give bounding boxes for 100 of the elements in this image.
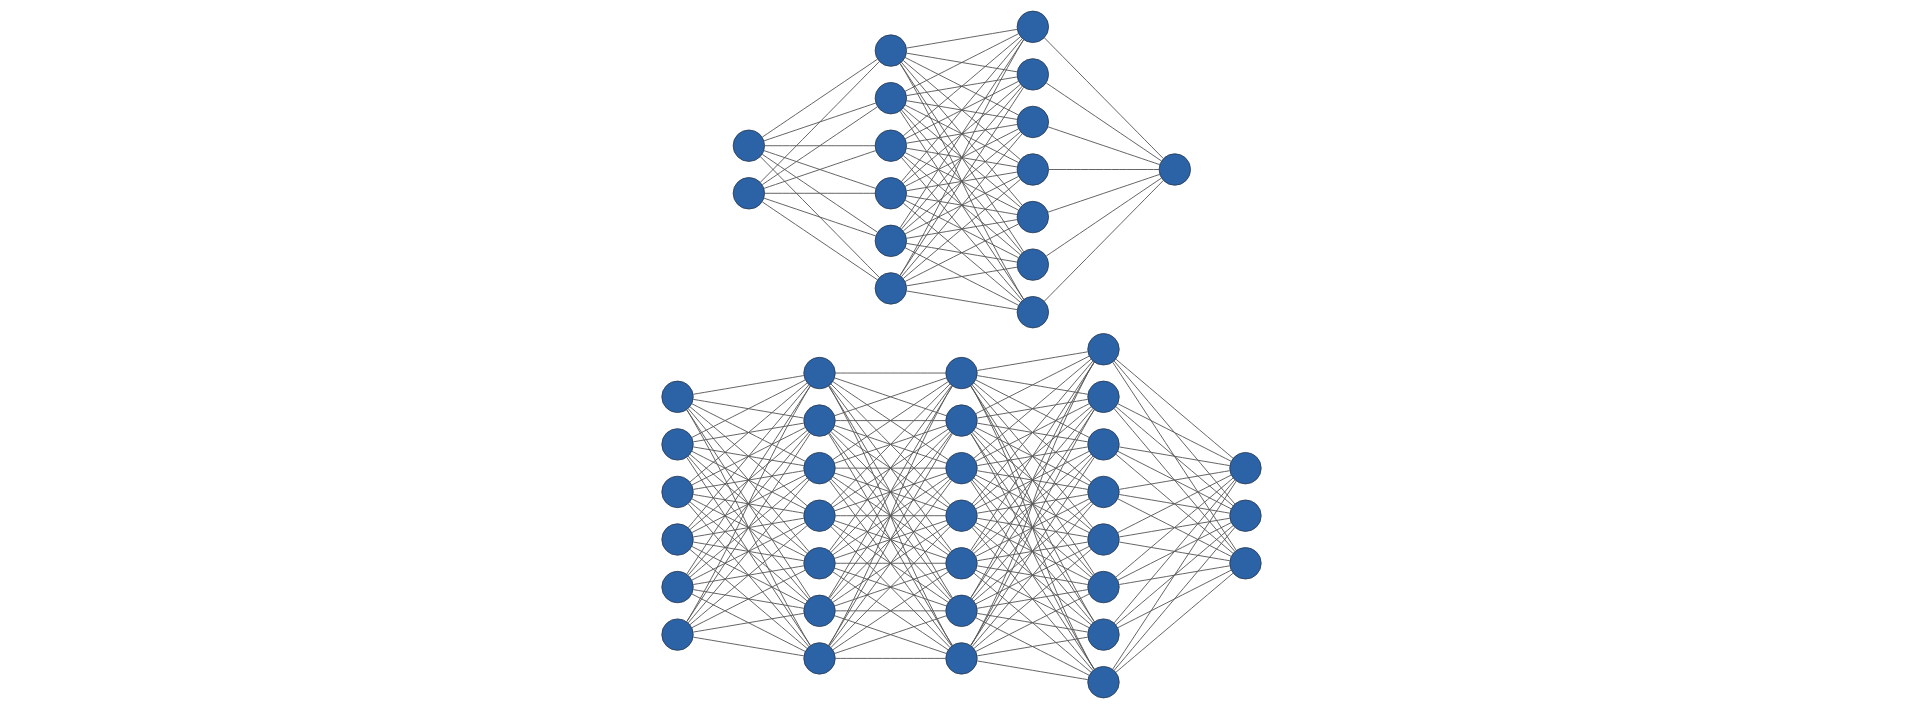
connector [1118,470,1231,490]
connector [976,398,1089,419]
connector [906,266,1018,287]
connector [687,503,810,648]
connector [971,503,1094,648]
connector [691,427,806,486]
connector [970,361,1095,551]
connector [1115,358,1234,459]
connector [834,567,947,607]
connector [904,33,1019,92]
connector [692,541,805,562]
connector [970,385,1095,670]
connector [1048,169,1160,170]
node-circle [1016,248,1049,281]
connector [970,409,1095,599]
connector [687,455,810,600]
node-circle [1229,547,1262,580]
connector [901,109,1023,254]
connector [975,593,1090,652]
connector [689,429,808,531]
connector [689,501,808,602]
connector [689,548,808,650]
connector [830,383,951,506]
connector [1115,453,1234,554]
connector [976,470,1089,490]
connector [692,636,805,657]
connector [970,361,1095,599]
connector [834,420,947,422]
connector [828,433,953,646]
connector [691,498,806,557]
node-circle [661,570,694,604]
connector [970,385,1095,623]
connector [906,76,1018,97]
connector [834,472,947,512]
node-circle [732,177,766,210]
connector [973,358,1092,459]
connector [976,589,1089,609]
connector [971,479,1094,624]
connector [902,83,1021,184]
connector [971,455,1094,600]
connector [976,351,1089,371]
connector [689,525,808,626]
node-circle [1016,10,1049,43]
connector [902,36,1021,137]
node-circle [945,547,978,580]
connector [904,247,1019,306]
node-circle [874,272,907,305]
connector [904,175,1019,235]
connector [976,517,1089,538]
node-circle [945,499,978,532]
connector [687,431,810,576]
node-circle [661,618,694,651]
connector [1118,446,1231,467]
connector [973,525,1092,626]
connector [1113,526,1236,671]
connector [834,615,947,654]
connector [976,375,1089,395]
connector [976,660,1089,681]
connector [906,52,1018,73]
connector [1117,522,1232,581]
connector [970,409,1095,646]
connector [902,131,1021,232]
connector [687,384,810,529]
connector [975,498,1090,557]
connector [970,361,1095,646]
connector [687,479,810,624]
node-circle [874,177,907,210]
node-circle [1016,153,1049,186]
connector [904,104,1019,164]
connector [692,517,805,538]
connector [902,107,1021,208]
connector [1115,525,1234,626]
connector [764,192,876,194]
connector [906,147,1018,168]
connector [1118,517,1231,538]
connector [906,219,1018,239]
connector [971,526,1094,671]
node-circle [1087,380,1120,413]
connector [975,427,1090,486]
connector [899,39,1025,229]
connector [973,477,1092,578]
node-circle [1016,200,1049,234]
node-circle [803,547,836,580]
connector [906,290,1018,311]
connector [975,522,1090,581]
connector [692,470,805,490]
connector [899,63,1025,300]
connector [689,477,808,578]
connector [976,565,1089,585]
connector [764,145,876,147]
connector [975,379,1090,438]
connector [906,195,1018,215]
node-circle [1087,333,1120,366]
node-circle [803,642,836,675]
connector [904,80,1019,140]
connector [970,456,1095,646]
connector [1047,173,1161,213]
connector [975,545,1090,605]
connector [901,133,1023,278]
connector [976,494,1089,514]
